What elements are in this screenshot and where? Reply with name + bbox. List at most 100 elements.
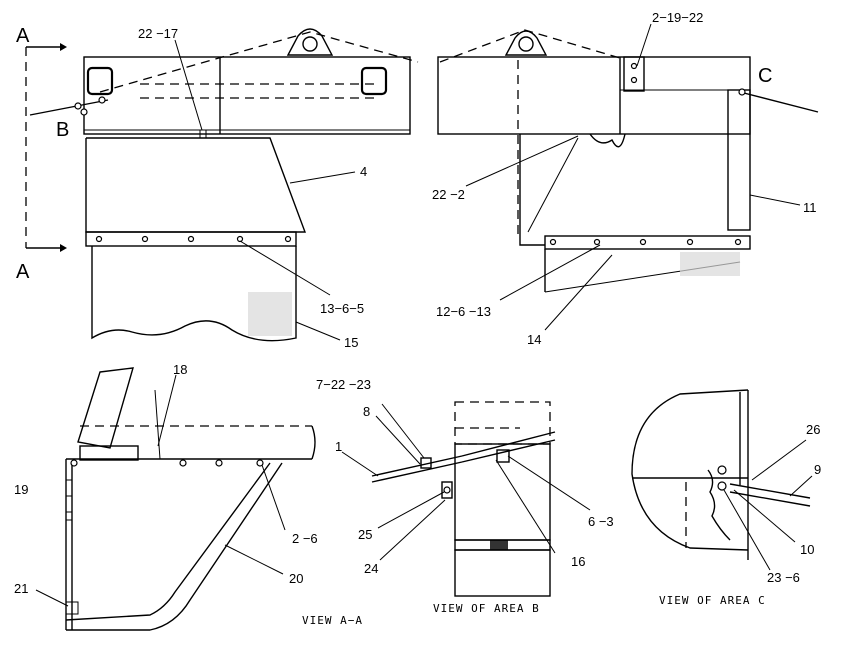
lift-sling-dashed-r bbox=[439, 29, 621, 63]
callout-15: 15 bbox=[344, 335, 358, 350]
leader-4 bbox=[289, 171, 356, 184]
guard-edge-r bbox=[527, 137, 579, 233]
leader-14 bbox=[544, 254, 613, 331]
clamp-bar-r bbox=[544, 235, 751, 250]
bar-b bbox=[461, 431, 556, 457]
callout-25: 25 bbox=[358, 527, 372, 542]
callout-22-17: 22 −17 bbox=[138, 26, 178, 41]
callout-7-22-23: 7−22 −23 bbox=[316, 377, 371, 392]
section-mark-a-bottom: A bbox=[16, 261, 30, 283]
arrowhead-top bbox=[60, 43, 67, 51]
bolt bbox=[443, 486, 451, 494]
upper-arm bbox=[77, 367, 134, 449]
leader-26 bbox=[751, 439, 807, 481]
bolt bbox=[70, 459, 78, 467]
bracket-21 bbox=[65, 601, 79, 615]
bolt-c-top bbox=[717, 465, 727, 475]
leader-7-22-23 bbox=[381, 403, 425, 459]
breakline-c bbox=[707, 469, 731, 541]
arm-foot bbox=[79, 445, 139, 461]
outline-c bbox=[631, 389, 749, 551]
bolt-c bbox=[717, 481, 727, 491]
cable-c bbox=[739, 91, 819, 113]
leader-20 bbox=[224, 544, 284, 575]
bolt bbox=[639, 238, 647, 246]
callout-2-19-22: 2−19−22 bbox=[652, 10, 703, 25]
flap-shading bbox=[248, 292, 292, 336]
hidden-block-b bbox=[454, 401, 551, 445]
clamp-bar bbox=[85, 231, 297, 247]
callout-6-3: 6 −3 bbox=[588, 514, 614, 529]
part-18 bbox=[154, 389, 161, 460]
leader-11 bbox=[749, 194, 801, 206]
lower-post-b bbox=[454, 549, 551, 597]
beam bbox=[83, 56, 411, 135]
cable-9b bbox=[729, 491, 811, 507]
callout-16: 16 bbox=[571, 554, 585, 569]
leader-6-3 bbox=[507, 455, 591, 511]
breakline-aa bbox=[311, 425, 316, 460]
weld-b bbox=[490, 540, 508, 550]
callout-9: 9 bbox=[814, 462, 821, 477]
leader-8 bbox=[375, 415, 421, 465]
leader-10 bbox=[733, 489, 796, 543]
flap-shading-r bbox=[680, 252, 740, 276]
leader-2-6 bbox=[261, 464, 286, 531]
caption-view-b: VIEW OF AREA B bbox=[433, 602, 540, 615]
section-mark-c: C bbox=[758, 65, 772, 87]
guard-frame-r bbox=[519, 134, 545, 246]
pad-right bbox=[360, 66, 388, 96]
callout-13-6-5: 13−6−5 bbox=[320, 301, 364, 316]
bolt bbox=[256, 459, 264, 467]
cable-b bbox=[29, 99, 109, 116]
callout-19: 19 bbox=[14, 482, 28, 497]
nut-b bbox=[420, 457, 432, 469]
support-arm-20 bbox=[65, 462, 271, 621]
cable-clamp-3 bbox=[98, 96, 106, 104]
leader-22-2 bbox=[465, 135, 579, 187]
callout-2-6: 2 −6 bbox=[292, 531, 318, 546]
callout-23-6: 23 −6 bbox=[767, 570, 800, 585]
guard-plate bbox=[85, 137, 307, 233]
leader-15 bbox=[295, 321, 341, 341]
callout-14: 14 bbox=[527, 332, 541, 347]
leader-22-17 bbox=[174, 39, 203, 131]
caption-view-aa: VIEW A−A bbox=[302, 614, 363, 627]
bolt bbox=[95, 235, 103, 243]
bolt bbox=[236, 235, 244, 243]
leader-2-19-22 bbox=[636, 23, 652, 67]
callout-4: 4 bbox=[360, 164, 367, 179]
bolt bbox=[593, 238, 601, 246]
side-plate-11 bbox=[727, 89, 751, 231]
cable-clamp-c bbox=[738, 88, 746, 96]
bolt bbox=[734, 238, 742, 246]
cable-1b bbox=[371, 461, 463, 483]
leader-25 bbox=[377, 491, 445, 529]
callout-11: 11 bbox=[803, 200, 817, 215]
leader-23-6 bbox=[723, 489, 771, 571]
view-a-a bbox=[35, 367, 316, 631]
lifting-eye-r bbox=[504, 30, 548, 56]
leader-21 bbox=[35, 589, 69, 607]
leader-13-6-5 bbox=[239, 240, 331, 296]
view-area-c bbox=[631, 389, 813, 571]
bolt bbox=[686, 238, 694, 246]
nut-16 bbox=[496, 449, 510, 463]
lift-sling-dashed bbox=[99, 31, 419, 93]
post-b bbox=[454, 443, 551, 541]
leader-9 bbox=[789, 475, 813, 497]
leader-18 bbox=[157, 374, 177, 447]
bolt bbox=[549, 238, 557, 246]
top-right-view bbox=[437, 23, 819, 331]
callout-8: 8 bbox=[363, 404, 370, 419]
bolt bbox=[630, 76, 638, 84]
pad-left bbox=[86, 66, 114, 96]
callout-12-6-13: 12−6 −13 bbox=[436, 304, 491, 319]
callout-22-2: 22 −2 bbox=[432, 187, 465, 202]
caption-view-c: VIEW OF AREA C bbox=[659, 594, 766, 607]
section-mark-a-top: A bbox=[16, 25, 30, 47]
leader-24 bbox=[379, 499, 446, 561]
bolt bbox=[179, 459, 187, 467]
